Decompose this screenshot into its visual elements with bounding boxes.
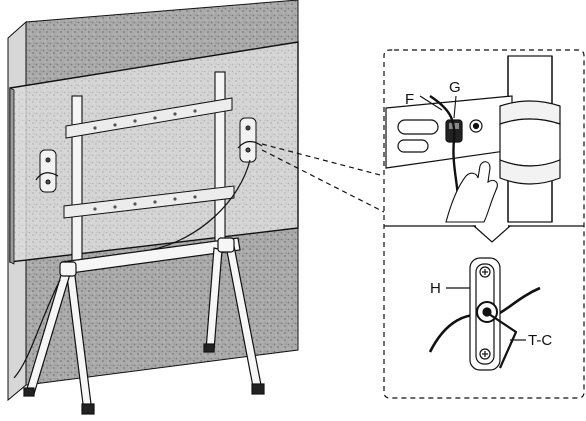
pole-clamp-body — [499, 118, 561, 167]
tv-edge — [9, 87, 15, 265]
stand-base — [23, 237, 265, 415]
lower-detail — [428, 257, 541, 371]
upper-detail — [385, 55, 561, 223]
pole-clamp-bottom — [499, 159, 561, 185]
callout-leaders — [261, 143, 385, 213]
right-pole — [214, 71, 226, 245]
label-t-c: T-C — [528, 332, 552, 349]
power-cable — [149, 159, 251, 251]
cable-holder-left — [35, 149, 59, 193]
hand — [445, 161, 498, 223]
cable-holder-right — [237, 117, 263, 163]
label-f: F — [405, 91, 414, 108]
label-h: H — [430, 280, 441, 297]
upper-bracket — [65, 97, 233, 139]
t-c-key — [485, 311, 518, 369]
lower-bracket — [63, 185, 235, 219]
floor-cable — [13, 279, 61, 379]
label-g: G — [449, 79, 461, 96]
labels: F G H T-C — [405, 79, 552, 349]
mounting-brackets — [63, 97, 235, 219]
cable-f — [429, 95, 460, 197]
left-pole — [71, 95, 83, 263]
